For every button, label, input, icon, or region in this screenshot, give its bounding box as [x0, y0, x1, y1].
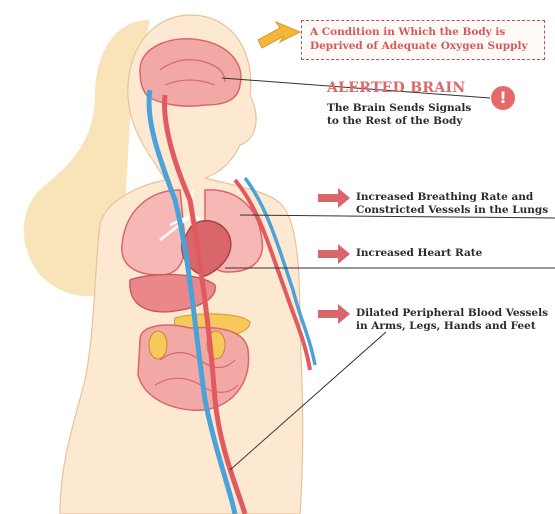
- lung-arrow: [318, 188, 350, 208]
- alert-exclamation-icon: !: [491, 86, 515, 110]
- effect-heart-line-1: Increased Heart Rate: [356, 247, 482, 260]
- brain-subtitle-line-1: The Brain Sends Signals: [327, 102, 471, 115]
- effect-lungs-line-2: Constricted Vessels in the Lungs: [356, 204, 548, 217]
- effect-lungs: Increased Breathing Rate and Constricted…: [356, 191, 548, 217]
- vessel-arrow: [318, 304, 350, 324]
- alerted-brain-subtitle: The Brain Sends Signals to the Rest of t…: [327, 102, 471, 128]
- heart-arrow: [318, 244, 350, 264]
- left-kidney: [149, 331, 167, 359]
- alerted-brain-title: ALERTED BRAIN: [327, 80, 465, 98]
- effect-vessels-line-1: Dilated Peripheral Blood Vessels: [356, 307, 548, 320]
- effect-heart: Increased Heart Rate: [356, 247, 482, 260]
- effect-lungs-line-1: Increased Breathing Rate and: [356, 191, 548, 204]
- callout-text: A Condition in Which the Body is Deprive…: [310, 26, 528, 53]
- effect-vessels-line-2: in Arms, Legs, Hands and Feet: [356, 320, 548, 333]
- oxygen-arrow: [258, 22, 300, 48]
- effect-vessels: Dilated Peripheral Blood Vessels in Arms…: [356, 307, 548, 333]
- hypoxia-callout: A Condition in Which the Body is Deprive…: [301, 20, 545, 60]
- brain-subtitle-line-2: to the Rest of the Body: [327, 115, 471, 128]
- callout-line-2: Deprived of Adequate Oxygen Supply: [310, 40, 528, 54]
- callout-line-1: A Condition in Which the Body is: [310, 26, 528, 40]
